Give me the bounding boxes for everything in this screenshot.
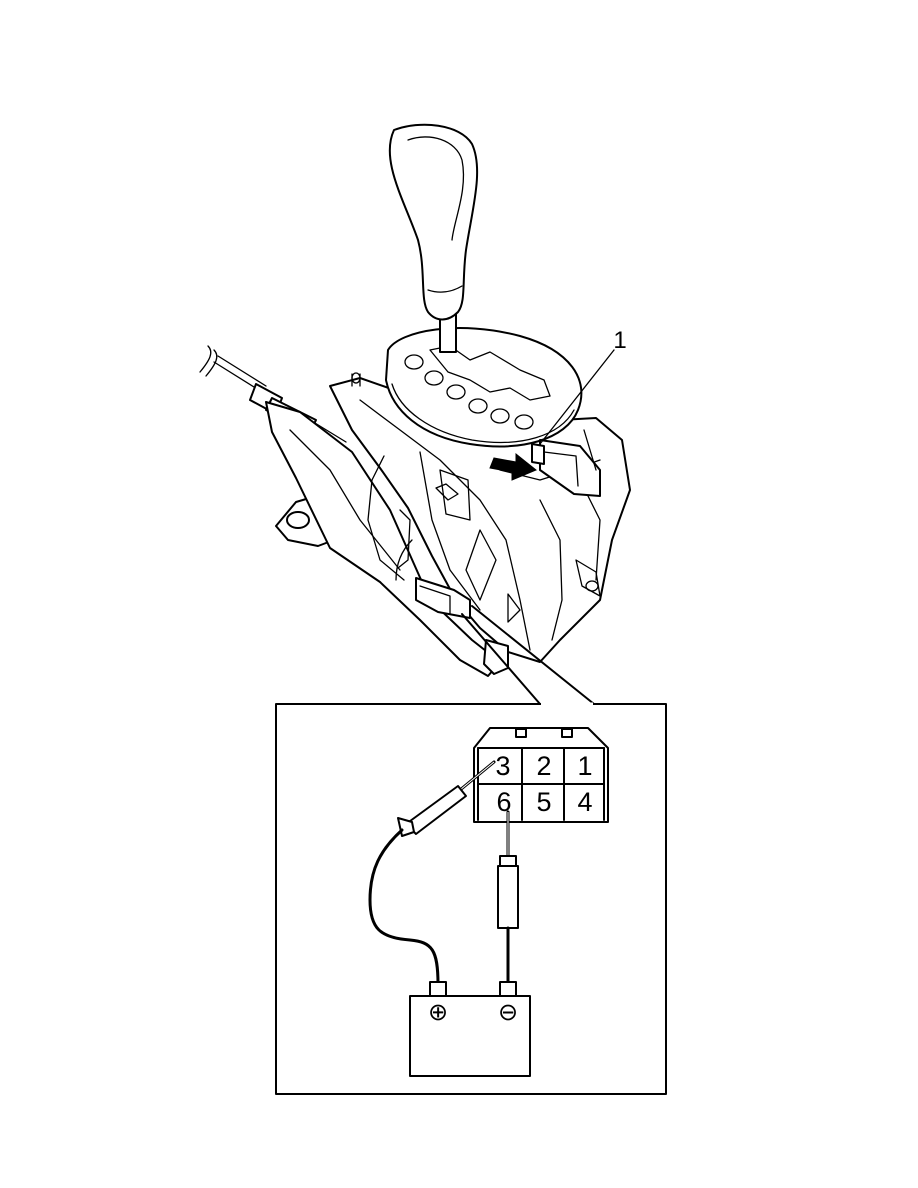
negative-jumper-lead: [497, 810, 519, 986]
callout-label: 1: [613, 327, 626, 354]
negative-terminal-icon: ⊖: [498, 998, 518, 1026]
shift-lock-solenoid: [489, 429, 601, 497]
test-inset: 3 2 1 6 5 4 ⊕ ⊖: [275, 702, 667, 1095]
battery: ⊕ ⊖: [409, 981, 531, 1077]
pin-label: 3: [495, 751, 510, 781]
shift-knob: [388, 123, 479, 353]
shift-gate-plate: [385, 327, 583, 448]
direction-arrow: [489, 452, 537, 481]
pin-label: 2: [536, 751, 551, 781]
positive-jumper-lead: [368, 760, 496, 986]
shifter-assembly: 1: [199, 123, 631, 705]
mounting-base: [265, 401, 501, 677]
connector-face: 3 2 1 6 5 4: [473, 727, 609, 823]
pin-label: 6: [496, 787, 511, 817]
pin-label: 4: [577, 787, 592, 817]
housing-connector: [395, 539, 471, 619]
pin-label: 1: [577, 751, 592, 781]
pin-label: 5: [536, 787, 551, 817]
zoom-leader: [461, 605, 595, 705]
positive-terminal-icon: ⊕: [428, 998, 448, 1026]
callout-1: 1: [539, 327, 627, 445]
